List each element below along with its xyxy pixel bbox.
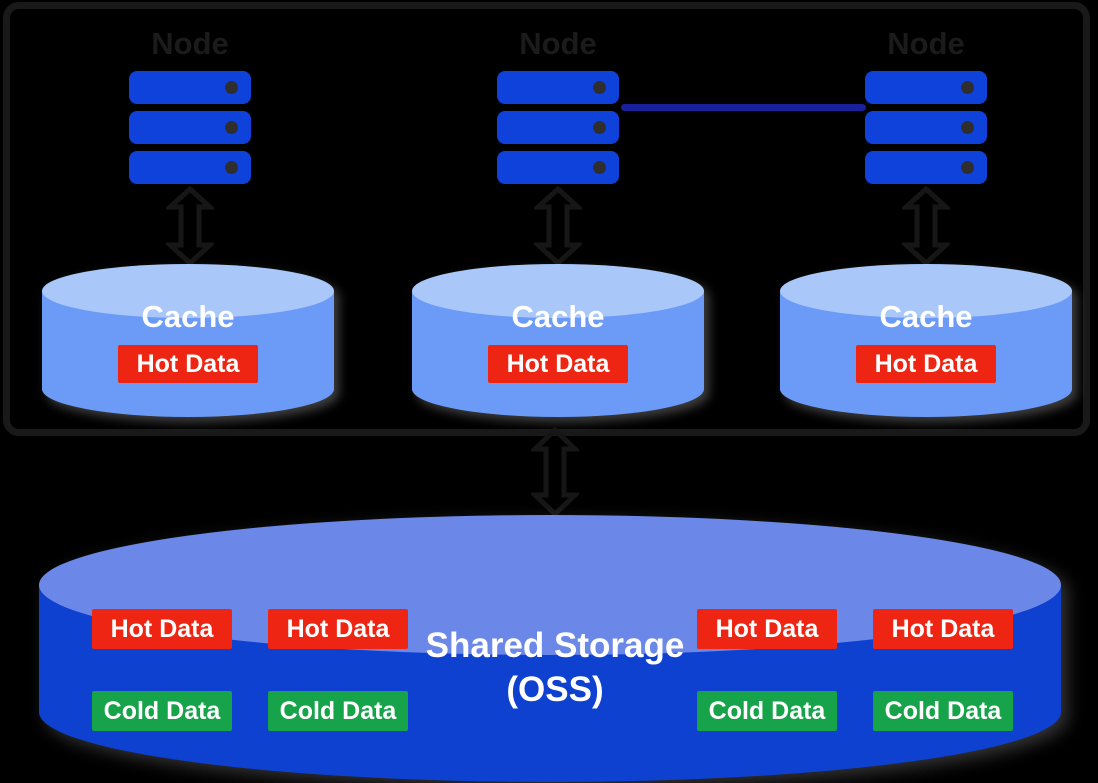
database-cylinder-icon (412, 264, 704, 417)
cache-cylinder: Cache Hot Data (779, 263, 1073, 419)
server-led-dot (961, 81, 974, 94)
cold-data-badge: Cold Data (697, 691, 837, 731)
node-label: Node (519, 26, 597, 61)
cache-label: Cache (879, 299, 973, 334)
server-led-dot (225, 121, 238, 134)
server-led-dot (225, 161, 238, 174)
database-cylinder-icon (42, 264, 334, 417)
server-bar (497, 71, 619, 104)
server-led-dot (593, 161, 606, 174)
server-bar (865, 71, 987, 104)
server-led-dot (961, 121, 974, 134)
server-led-dot (593, 81, 606, 94)
cache-label: Cache (511, 299, 605, 334)
double-headed-arrow-icon (534, 186, 582, 266)
hot-data-badge: Hot Data (873, 609, 1013, 649)
node-label: Node (151, 26, 229, 61)
double-headed-arrow-icon (902, 186, 950, 266)
server-stack-icon (129, 71, 251, 184)
server-bar (129, 151, 251, 184)
cold-data-badge: Cold Data (92, 691, 232, 731)
cache-cylinder: Cache Hot Data (411, 263, 705, 419)
server-bar (497, 111, 619, 144)
cold-data-badge: Cold Data (268, 691, 408, 731)
hot-data-badge: Hot Data (488, 345, 628, 383)
server-stack-icon (497, 71, 619, 184)
hot-data-badge: Hot Data (697, 609, 837, 649)
server-bar (865, 151, 987, 184)
server-led-dot (593, 121, 606, 134)
server-led-dot (961, 161, 974, 174)
cache-cylinder: Cache Hot Data (41, 263, 335, 419)
node-connector-line (621, 104, 866, 111)
hot-data-badge: Hot Data (856, 345, 996, 383)
server-bar (129, 111, 251, 144)
server-stack-icon (865, 71, 987, 184)
double-headed-arrow-icon (531, 427, 579, 517)
node-label: Node (887, 26, 965, 61)
server-bar (129, 71, 251, 104)
storage-title: Shared Storage (OSS) (395, 624, 715, 712)
hot-data-badge: Hot Data (118, 345, 258, 383)
double-headed-arrow-icon (166, 186, 214, 266)
cache-label: Cache (141, 299, 235, 334)
cold-data-badge: Cold Data (873, 691, 1013, 731)
storage-title-line1: Shared Storage (425, 626, 685, 665)
storage-title-line2: (OSS) (506, 670, 604, 709)
database-cylinder-icon (780, 264, 1072, 417)
server-led-dot (225, 81, 238, 94)
hot-data-badge: Hot Data (268, 609, 408, 649)
server-bar (497, 151, 619, 184)
hot-data-badge: Hot Data (92, 609, 232, 649)
server-bar (865, 111, 987, 144)
compute-nodes-box (3, 2, 1090, 436)
